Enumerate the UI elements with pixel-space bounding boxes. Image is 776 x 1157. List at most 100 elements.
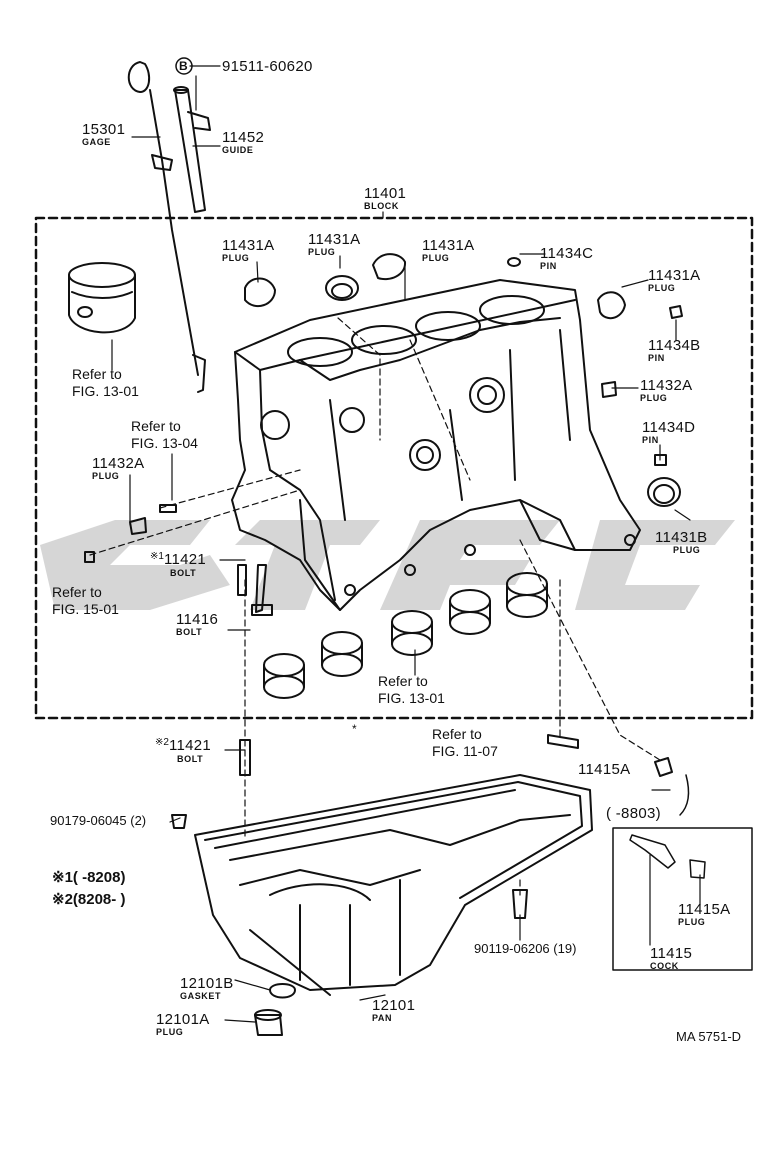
core-plugs xyxy=(244,253,681,507)
part-name: PLUG xyxy=(222,253,250,263)
part-name: PLUG xyxy=(308,247,336,257)
part-number: 12101A xyxy=(156,1011,210,1028)
part-11415a-1: 11415A xyxy=(578,761,631,778)
part-name: PIN xyxy=(648,353,665,363)
mark: ※2 xyxy=(155,737,169,748)
inset-range: ( -8803) xyxy=(606,805,661,822)
dash-lines xyxy=(89,317,661,896)
part-11431b: 11431B PLUG xyxy=(655,530,707,555)
part-11431a-4: 11431A PLUG xyxy=(648,268,700,293)
part-11431a-1: 11431A PLUG xyxy=(222,238,274,263)
part-name: GUIDE xyxy=(222,145,254,155)
ref-figure: FIG. 13-01 xyxy=(72,383,139,399)
diagram-code: MA 5751-D xyxy=(676,1029,742,1044)
part-12101b: 12101B GASKET xyxy=(180,976,234,1001)
part-11431a-2: 11431A PLUG xyxy=(308,232,360,257)
part-name: PLUG xyxy=(648,283,676,293)
ref-figure: FIG. 15-01 xyxy=(52,601,119,617)
part-15301: 15301 GAGE xyxy=(82,122,125,147)
part-11401: 11401 BLOCK xyxy=(364,186,406,211)
part-number: 11421 xyxy=(168,737,212,754)
part-name: GASKET xyxy=(180,991,222,1001)
ref-text: Refer to xyxy=(52,584,102,600)
part-name: BLOCK xyxy=(364,201,399,211)
part-90179: 90179-06045 (2) xyxy=(50,813,147,828)
part-11432a-right: 11432A PLUG xyxy=(640,378,692,403)
leader-lines xyxy=(111,65,701,1023)
part-90119: 90119-06206 (19) xyxy=(474,941,577,956)
part-number: 11434B xyxy=(648,337,701,354)
part-number: 11415A xyxy=(678,901,731,918)
part-11416: 11416 BOLT xyxy=(176,612,218,637)
guide-tube xyxy=(173,86,211,213)
dipstick-gage xyxy=(127,61,206,393)
ref-fig-13-04: Refer to FIG. 13-04 xyxy=(131,418,198,452)
part-number: 11431B xyxy=(655,529,708,546)
part-name: BOLT xyxy=(177,754,204,764)
part-11431a-3: 11431A PLUG xyxy=(422,238,474,263)
part-number: 11434D xyxy=(642,419,696,436)
ref-fig-11-07: Refer to FIG. 11-07 xyxy=(432,726,498,760)
part-name: PIN xyxy=(540,261,557,271)
part-name: PLUG xyxy=(673,545,701,555)
pins xyxy=(84,257,683,563)
part-number: 11401 xyxy=(364,185,407,202)
part-number: 11421 xyxy=(163,551,207,568)
part-name: PLUG xyxy=(678,917,706,927)
ref-figure: FIG. 13-01 xyxy=(378,690,445,706)
part-12101: 12101 PAN xyxy=(372,998,415,1023)
part-12101a: 12101A PLUG xyxy=(156,1012,210,1037)
part-11434d: 11434D PIN xyxy=(642,420,695,445)
part-11434c: 11434C PIN xyxy=(540,246,593,271)
inset-frame xyxy=(612,774,753,971)
part-name: GAGE xyxy=(82,137,111,147)
piston xyxy=(68,262,136,334)
ref-text: Refer to xyxy=(378,673,428,689)
star-mark: * xyxy=(352,722,357,736)
part-number: 11452 xyxy=(222,129,265,146)
legend-note-1: ※1( -8208) xyxy=(52,869,126,886)
part-11421-bolt2: ※211421 BOLT xyxy=(155,738,211,764)
part-11434b: 11434B PIN xyxy=(648,338,700,363)
part-name: PLUG xyxy=(156,1027,184,1037)
part-name: PLUG xyxy=(422,253,450,263)
ref-text: Refer to xyxy=(432,726,482,742)
part-name: PAN xyxy=(372,1013,393,1023)
part-91511: 91511-60620 xyxy=(222,58,313,75)
part-number: 11431A xyxy=(222,237,275,254)
ref-fig-13-01-bearings: Refer to FIG. 13-01 xyxy=(378,673,445,707)
part-number: 11431A xyxy=(308,231,361,248)
part-11452: 11452 GUIDE xyxy=(222,130,264,155)
block-frame xyxy=(34,216,754,720)
part-11415: 11415 COCK xyxy=(650,946,692,971)
part-name: BOLT xyxy=(170,568,197,578)
part-number: 11415 xyxy=(650,945,693,962)
ref-text: Refer to xyxy=(72,366,122,382)
part-number: 11432A xyxy=(640,377,693,394)
ref-text: Refer to xyxy=(131,418,181,434)
part-number: 11416 xyxy=(176,611,219,628)
bolts xyxy=(171,564,673,919)
part-11421-bolt1: ※111421 BOLT xyxy=(150,552,206,578)
part-number: 12101B xyxy=(180,975,234,992)
part-number: 11434C xyxy=(540,245,594,262)
part-number: 12101 xyxy=(372,997,416,1014)
circle-b-letter: B xyxy=(179,59,188,73)
part-name: PLUG xyxy=(640,393,668,403)
legend-note-2: ※2(8208- ) xyxy=(52,891,126,908)
part-11415a-2: 11415A PLUG xyxy=(678,902,730,927)
ref-figure: FIG. 11-07 xyxy=(432,743,498,759)
part-number: 15301 xyxy=(82,121,126,138)
part-name: PIN xyxy=(642,435,659,445)
part-number: 11432A xyxy=(92,455,145,472)
bearings xyxy=(263,572,548,699)
watermark xyxy=(40,520,735,610)
part-number: 11431A xyxy=(422,237,475,254)
part-name: BOLT xyxy=(176,627,203,637)
circle-b-badge xyxy=(175,57,193,75)
part-number: 11431A xyxy=(648,267,701,284)
ref-fig-13-01-piston: Refer to FIG. 13-01 xyxy=(72,366,139,400)
part-name: COCK xyxy=(650,961,679,971)
